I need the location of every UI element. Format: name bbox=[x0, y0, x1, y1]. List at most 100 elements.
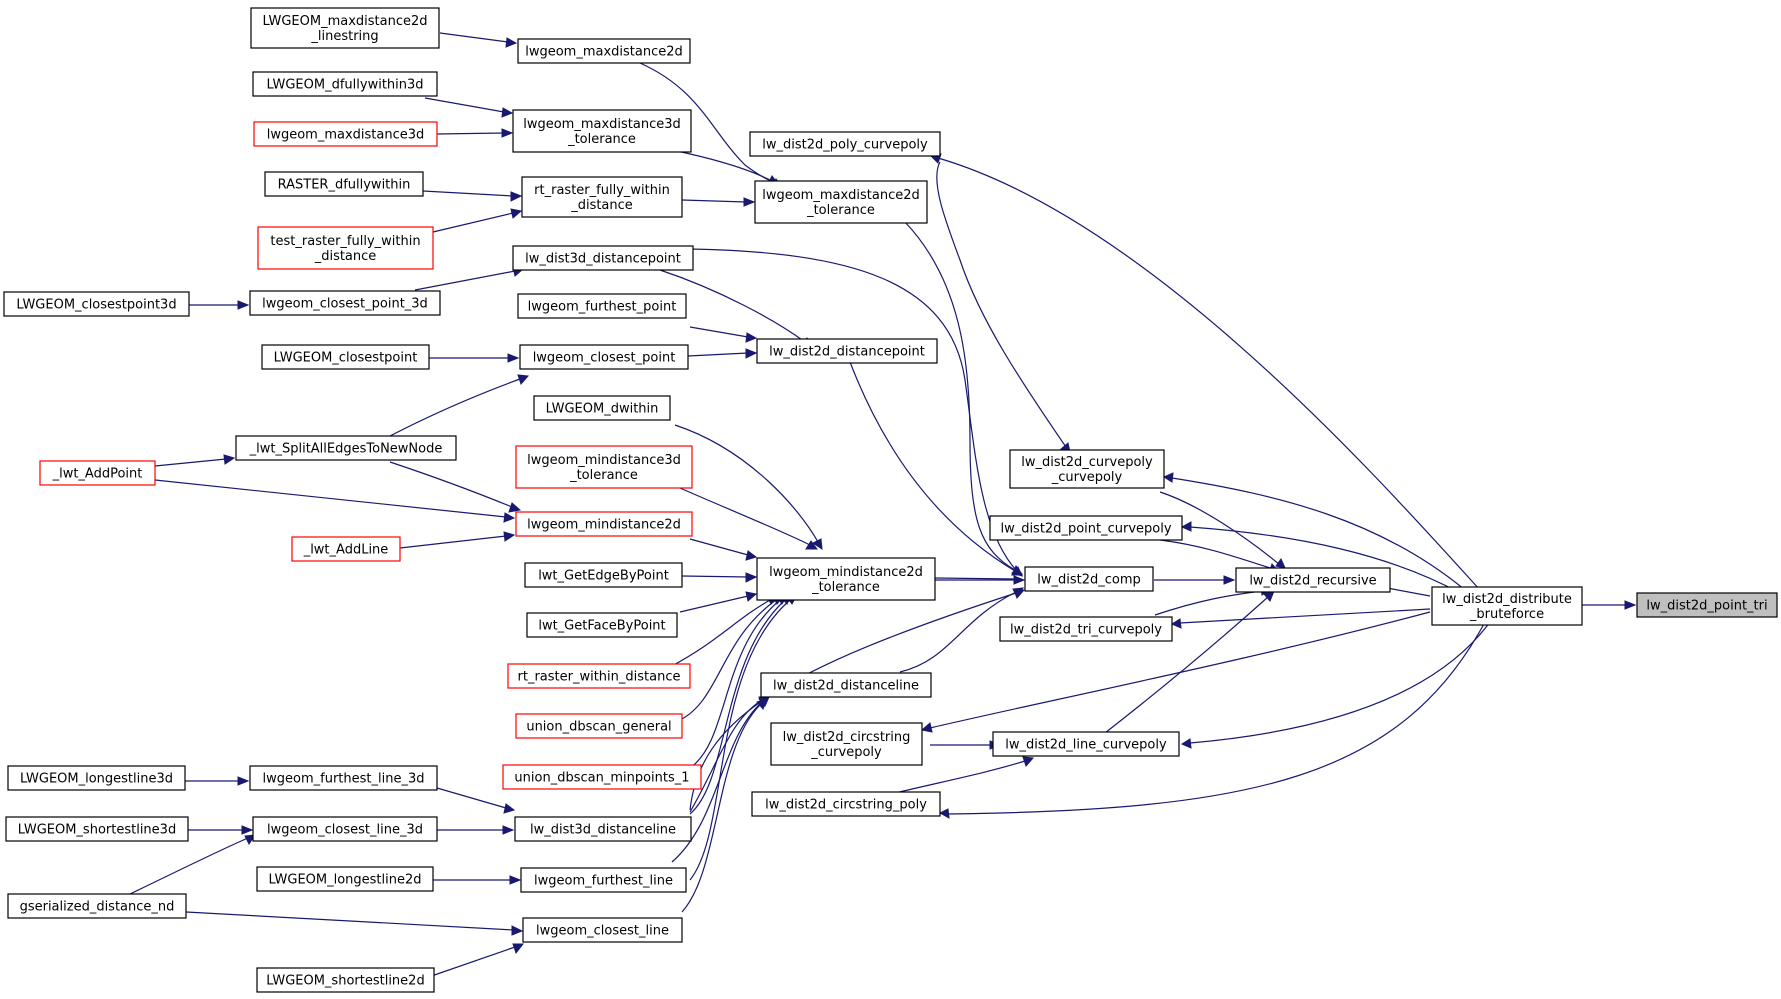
node-rt-fully[interactable]: rt_raster_fully_within_distance bbox=[521, 176, 683, 218]
node-box[interactable] bbox=[524, 562, 683, 588]
node-box[interactable] bbox=[1024, 566, 1154, 592]
node-ld-dist-brute[interactable]: lw_dist2d_distribute_bruteforce bbox=[1431, 586, 1583, 626]
node-box[interactable] bbox=[756, 557, 936, 601]
node-box[interactable] bbox=[517, 38, 691, 64]
node-LG-dwithin[interactable]: LWGEOM_dwithin bbox=[533, 395, 671, 421]
node-test-raster[interactable]: test_raster_fully_within_distance bbox=[257, 226, 434, 270]
node-box[interactable] bbox=[992, 731, 1180, 757]
node-box[interactable] bbox=[520, 867, 687, 893]
node-ld-recursive[interactable]: lw_dist2d_recursive bbox=[1235, 567, 1391, 593]
node-lg-maxd2d-tol[interactable]: lwgeom_maxdistance2d_tolerance bbox=[754, 180, 928, 224]
node-l3d-distline[interactable]: lw_dist3d_distanceline bbox=[514, 816, 692, 842]
node-box[interactable] bbox=[253, 121, 438, 147]
node-box[interactable] bbox=[264, 171, 424, 197]
node-lg-maxd2d[interactable]: lwgeom_maxdistance2d bbox=[517, 38, 691, 64]
node-box[interactable] bbox=[5, 816, 189, 842]
node-box[interactable] bbox=[519, 344, 689, 370]
node-box[interactable] bbox=[249, 290, 441, 316]
node-lwt-edgebypt[interactable]: lwt_GetEdgeByPoint bbox=[524, 562, 683, 588]
node-box[interactable] bbox=[514, 816, 692, 842]
node-LG-maxd2d-ls[interactable]: LWGEOM_maxdistance2d_linestring bbox=[250, 7, 440, 49]
node-gser[interactable]: gserialized_distance_nd bbox=[7, 893, 187, 919]
node-box[interactable] bbox=[756, 338, 938, 364]
node-box[interactable] bbox=[1009, 449, 1165, 489]
node-lg-fl[interactable]: lwgeom_furthest_line bbox=[520, 867, 687, 893]
node-LG-ll2d[interactable]: LWGEOM_longestline2d bbox=[256, 866, 434, 892]
node-box[interactable] bbox=[256, 866, 434, 892]
node-lg-cp3d[interactable]: lwgeom_closest_point_3d bbox=[249, 290, 441, 316]
node-lg-cl3d[interactable]: lwgeom_closest_line_3d bbox=[252, 816, 438, 842]
node-ld-distline[interactable]: lw_dist2d_distanceline bbox=[760, 672, 932, 698]
node-LG-sl3d[interactable]: LWGEOM_shortestline3d bbox=[5, 816, 189, 842]
node-box[interactable] bbox=[989, 515, 1183, 541]
node-box[interactable] bbox=[517, 293, 687, 319]
node-ld-pt-cp[interactable]: lw_dist2d_point_curvepoly bbox=[989, 515, 1183, 541]
node-ld-cp-cp[interactable]: lw_dist2d_curvepoly_curvepoly bbox=[1009, 449, 1165, 489]
node-lwt-facebypt[interactable]: lwt_GetFaceByPoint bbox=[526, 612, 678, 638]
node-ld-line-cp[interactable]: lw_dist2d_line_curvepoly bbox=[992, 731, 1180, 757]
node-box[interactable] bbox=[256, 967, 435, 993]
node-box[interactable] bbox=[521, 176, 683, 218]
node-lg-cl[interactable]: lwgeom_closest_line bbox=[522, 917, 683, 943]
node-ld-cs-poly[interactable]: lw_dist2d_circstring_poly bbox=[751, 791, 941, 817]
node-lg-mind2d[interactable]: lwgeom_mindistance2d bbox=[515, 511, 693, 537]
node-box[interactable] bbox=[252, 71, 438, 97]
node-box[interactable] bbox=[502, 764, 702, 790]
node-ld-cs-cp[interactable]: lw_dist2d_circstring_curvepoly bbox=[770, 722, 923, 766]
node-box[interactable] bbox=[250, 7, 440, 49]
node-box[interactable] bbox=[39, 460, 156, 486]
node-LG-closestpt[interactable]: LWGEOM_closestpoint bbox=[261, 344, 430, 370]
node-box[interactable] bbox=[515, 511, 693, 537]
node-box[interactable] bbox=[291, 536, 401, 562]
node-box[interactable] bbox=[522, 917, 683, 943]
node-lg-closest-pt[interactable]: lwgeom_closest_point bbox=[519, 344, 689, 370]
node-box[interactable] bbox=[257, 226, 434, 270]
node-box[interactable] bbox=[751, 791, 941, 817]
node-lwt-split[interactable]: _lwt_SplitAllEdgesToNewNode bbox=[235, 435, 457, 461]
node-LG-cp3d[interactable]: LWGEOM_closestpoint3d bbox=[3, 291, 190, 317]
node-ld-distpoint[interactable]: lw_dist2d_distancepoint bbox=[756, 338, 938, 364]
node-LG-dfw3d[interactable]: LWGEOM_dfullywithin3d bbox=[252, 71, 438, 97]
node-box[interactable] bbox=[533, 395, 671, 421]
node-union-gen[interactable]: union_dbscan_general bbox=[515, 713, 683, 739]
node-box[interactable] bbox=[235, 435, 457, 461]
node-box[interactable] bbox=[249, 765, 438, 791]
node-box[interactable] bbox=[512, 245, 694, 271]
node-box[interactable] bbox=[754, 180, 928, 224]
node-box[interactable] bbox=[7, 893, 187, 919]
node-lg-furthest-pt[interactable]: lwgeom_furthest_point bbox=[517, 293, 687, 319]
node-box[interactable] bbox=[3, 291, 190, 317]
node-lg-maxd3d[interactable]: lwgeom_maxdistance3d bbox=[253, 121, 438, 147]
node-ld-poly-cp[interactable]: lw_dist2d_poly_curvepoly bbox=[749, 131, 941, 157]
node-ld-tri-cp[interactable]: lw_dist2d_tri_curvepoly bbox=[999, 616, 1173, 642]
node-RASTER-dfw[interactable]: RASTER_dfullywithin bbox=[264, 171, 424, 197]
node-box[interactable] bbox=[507, 663, 691, 689]
node-box[interactable] bbox=[1636, 592, 1778, 618]
node-box[interactable] bbox=[252, 816, 438, 842]
node-lg-fl3d[interactable]: lwgeom_furthest_line_3d bbox=[249, 765, 438, 791]
node-rt-within[interactable]: rt_raster_within_distance bbox=[507, 663, 691, 689]
node-box[interactable] bbox=[261, 344, 430, 370]
node-ld-comp[interactable]: lw_dist2d_comp bbox=[1024, 566, 1154, 592]
node-box[interactable] bbox=[999, 616, 1173, 642]
node-lg-mind2d-tol[interactable]: lwgeom_mindistance2d_tolerance bbox=[756, 557, 936, 601]
node-union-min[interactable]: union_dbscan_minpoints_1 bbox=[502, 764, 702, 790]
node-ld-point-tri[interactable]: lw_dist2d_point_tri bbox=[1636, 592, 1778, 618]
node-lwt-addpoint[interactable]: _lwt_AddPoint bbox=[39, 460, 156, 486]
node-box[interactable] bbox=[526, 612, 678, 638]
node-box[interactable] bbox=[512, 109, 692, 153]
node-lg-maxd3d-tol[interactable]: lwgeom_maxdistance3d_tolerance bbox=[512, 109, 692, 153]
node-LG-ll3d[interactable]: LWGEOM_longestline3d bbox=[7, 765, 186, 791]
node-lwt-addline[interactable]: _lwt_AddLine bbox=[291, 536, 401, 562]
node-box[interactable] bbox=[515, 713, 683, 739]
node-lg-mind3d-tol[interactable]: lwgeom_mindistance3d_tolerance bbox=[515, 445, 693, 489]
node-box[interactable] bbox=[760, 672, 932, 698]
node-box[interactable] bbox=[749, 131, 941, 157]
node-box[interactable] bbox=[515, 445, 693, 489]
node-box[interactable] bbox=[1431, 586, 1583, 626]
node-LG-sl2d[interactable]: LWGEOM_shortestline2d bbox=[256, 967, 435, 993]
node-box[interactable] bbox=[7, 765, 186, 791]
node-box[interactable] bbox=[770, 722, 923, 766]
node-l3d-distpoint[interactable]: lw_dist3d_distancepoint bbox=[512, 245, 694, 271]
node-box[interactable] bbox=[1235, 567, 1391, 593]
